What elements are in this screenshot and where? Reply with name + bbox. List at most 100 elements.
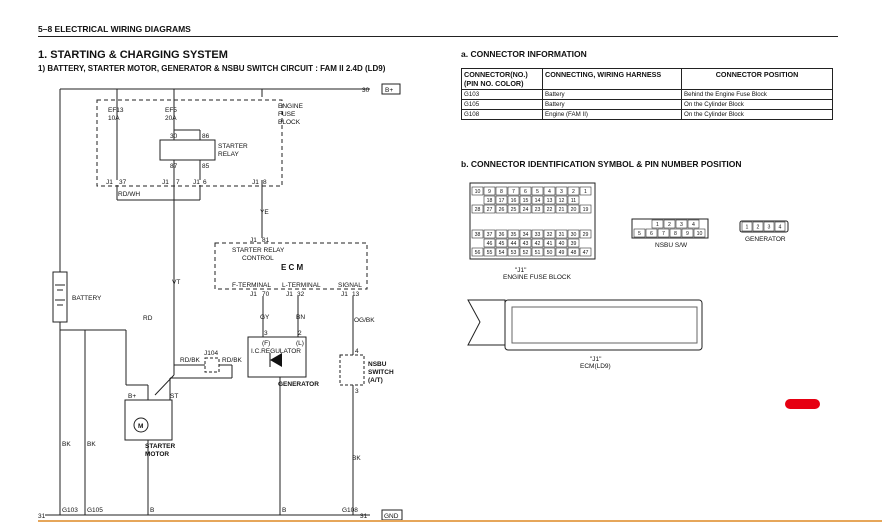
fuse-block-pin: 11 — [571, 198, 576, 204]
fuse-block-caption: ENGINE FUSE BLOCK — [503, 274, 572, 281]
gen-pin: (L) — [296, 340, 304, 347]
fuse-block-pin-cell — [507, 229, 520, 239]
fuse-block-pin-cell — [543, 238, 556, 248]
fuse-block-pin-cell — [495, 186, 508, 196]
nsbu-pin-cell — [687, 219, 700, 229]
fuse-block-pin: 26 — [499, 207, 505, 213]
j1-pin: 6 — [203, 179, 207, 186]
ground-g108: G108 — [342, 507, 358, 514]
fuse-block-pin-cell — [567, 238, 580, 248]
fuse-block-pin: 14 — [535, 198, 541, 204]
fuse-block-pin: 20 — [571, 207, 577, 213]
fuse-block-pin: 39 — [571, 241, 577, 247]
fuse-block-pin: 2 — [572, 189, 575, 195]
nsbu-pin: 3 — [355, 388, 359, 395]
fuse-block-pin-cell — [531, 229, 544, 239]
ecm-pin: 32 — [297, 291, 305, 298]
ground-31-left: 31 — [38, 513, 46, 520]
nsbu-caption: NSBU S/W — [655, 242, 688, 249]
starter-motor-label: STARTER — [145, 443, 176, 450]
fuse-block-pin: 37 — [487, 232, 493, 238]
generator-pin-cell — [774, 221, 786, 232]
ecm-pin: 70 — [262, 291, 270, 298]
fuse-block-pin-cell — [531, 195, 544, 205]
wire-vt: VT — [172, 279, 180, 286]
fuse-block-pin-cell — [531, 186, 544, 196]
fuse-block-pin-cell — [519, 229, 532, 239]
connector-info-table: CONNECTOR(NO.) (PIN NO. COLOR) CONNECTIN… — [461, 68, 833, 120]
fuse-block-pin: 40 — [559, 241, 565, 247]
relay-pin: 85 — [202, 163, 210, 170]
fuse-block-pin: 29 — [583, 232, 589, 238]
fuse-block-pin: 49 — [559, 250, 565, 256]
wire-bk: BK — [87, 441, 96, 448]
fuse-block-pin: 9 — [488, 189, 491, 195]
ecm-pin: J1 — [250, 237, 257, 244]
fuse-block-pin: 45 — [499, 241, 505, 247]
fuse-block-pin: 41 — [547, 241, 553, 247]
fuse-block-pin-cell — [483, 247, 496, 257]
gen-pin: 2 — [298, 330, 302, 337]
fuse-block-pin: 4 — [548, 189, 551, 195]
fuse-block-pin-cell — [519, 186, 532, 196]
j1-pin: 37 — [119, 179, 127, 186]
j1-pin: 7 — [176, 179, 180, 186]
fuse-block-label: ENGINE — [278, 103, 304, 110]
fuse-block-pin: 47 — [583, 250, 589, 256]
fuse-block-pin: 6 — [524, 189, 527, 195]
nsbu-label: (A/T) — [368, 377, 383, 384]
fuse-block-pin-cell — [507, 204, 520, 214]
fuse-block-pin: 55 — [487, 250, 493, 256]
fuse-block-pin-cell — [507, 195, 520, 205]
fuse-block-pin: 48 — [571, 250, 577, 256]
fuse-block-pin-cell — [495, 229, 508, 239]
gen-pin: 3 — [264, 330, 268, 337]
nsbu-pin: 4 — [692, 222, 695, 228]
generator-pin: 3 — [768, 225, 771, 231]
nsbu-pin: 10 — [697, 231, 703, 237]
fuse-block-pin-cell — [471, 204, 484, 214]
generator-caption: GENERATOR — [745, 236, 786, 243]
section-connector-info: a. CONNECTOR INFORMATION — [461, 49, 587, 59]
starter-st: ST — [170, 393, 178, 400]
gnd-tag: GND — [384, 513, 399, 520]
fuse-block-pin-cell — [579, 204, 592, 214]
fuse-block-pin-cell — [543, 229, 556, 239]
ecm-relay-label: CONTROL — [242, 255, 274, 262]
fuse-block-pin-cell — [555, 204, 568, 214]
fuse-block-pin-cell — [507, 238, 520, 248]
starter-relay-label: RELAY — [218, 151, 239, 158]
fuse-block-pin: 36 — [499, 232, 505, 238]
fuse-block-pin: 16 — [511, 198, 517, 204]
fuse-block-pin-cell — [579, 247, 592, 257]
fuse-block-pin-cell — [555, 186, 568, 196]
motor-icon: M — [138, 423, 143, 430]
nsbu-pin-cell — [633, 228, 646, 238]
fuse-block-pin: 27 — [487, 207, 493, 213]
nsbu-pin: 6 — [650, 231, 653, 237]
fuse-block-pin-cell — [567, 247, 580, 257]
wire-ye: YE — [260, 209, 269, 216]
header-rule — [38, 36, 838, 37]
generator-pin: 2 — [757, 225, 760, 231]
wire-bk: BK — [352, 455, 361, 462]
ground-31-right: 31 — [360, 513, 368, 520]
fuse-block-pin-cell — [495, 195, 508, 205]
j1-pin: J1 — [193, 179, 200, 186]
nsbu-pin: 9 — [686, 231, 689, 237]
fuse-block-pin-cell — [519, 238, 532, 248]
j1-pin: J1 — [162, 179, 169, 186]
fuse-block-pin-cell — [555, 195, 568, 205]
fuse-block-pin: 32 — [547, 232, 553, 238]
section-identification: b. CONNECTOR IDENTIFICATION SYMBOL & PIN… — [461, 159, 742, 169]
generator-label: GENERATOR — [278, 381, 319, 388]
fuse-block-pin: 50 — [547, 250, 553, 256]
ecm-pin: 81 — [262, 237, 270, 244]
fuse-block-pin: 53 — [511, 250, 517, 256]
fuse-block-pin: 44 — [511, 241, 517, 247]
generator-pin: 1 — [746, 225, 749, 231]
fuse-block-pin: 33 — [535, 232, 541, 238]
wire-30-label: 30 — [362, 87, 370, 94]
